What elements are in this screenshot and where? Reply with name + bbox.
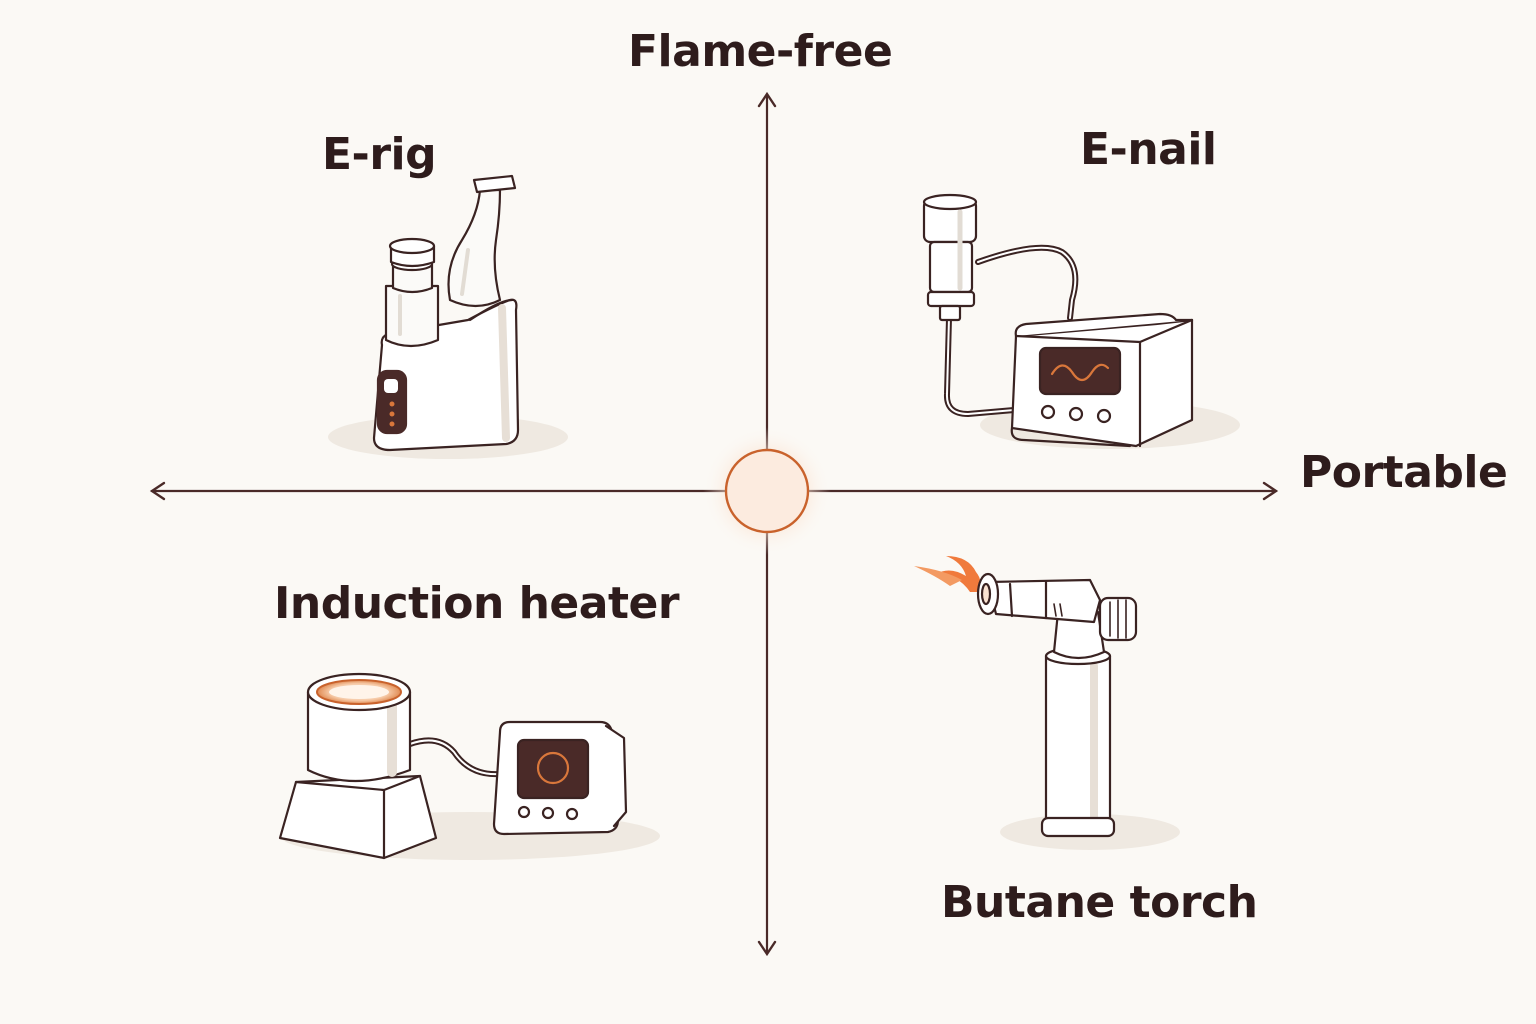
axis-label-top: Flame-free [628,26,893,77]
e-rig-icon [328,174,568,459]
item-label-butane-torch: Butane torch [941,877,1258,928]
axis-label-right: Portable [1300,447,1508,498]
flame-icon [936,556,981,592]
e-nail-icon [922,193,1240,449]
arrow-down-icon [757,940,777,957]
item-label-induction-heater: Induction heater [274,578,680,629]
arrow-left-icon [149,481,166,501]
item-label-e-nail: E-nail [1080,124,1217,175]
induction-heater-icon [278,672,660,860]
arrow-up-icon [757,91,777,108]
origin-marker [703,427,831,555]
butane-torch-icon [914,556,1180,850]
arrow-right-icon [1262,481,1279,501]
item-label-e-rig: E-rig [322,129,437,180]
